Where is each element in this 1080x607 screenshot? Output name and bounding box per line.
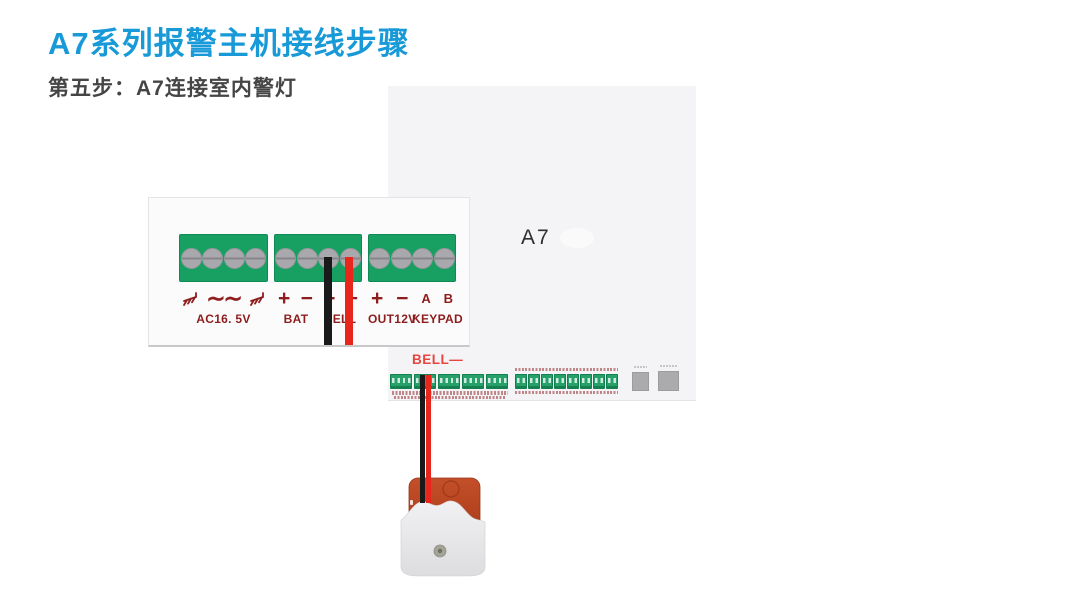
strobe-siren bbox=[398, 472, 488, 583]
screw-terminal bbox=[296, 247, 318, 269]
terminal-block bbox=[541, 374, 553, 389]
terminal-block-ac bbox=[179, 234, 268, 282]
screw-terminal bbox=[412, 247, 434, 269]
terminal-block bbox=[528, 374, 540, 389]
screw-terminal bbox=[202, 247, 224, 269]
screw-terminal bbox=[390, 247, 412, 269]
terminal-labels-micro bbox=[515, 368, 618, 371]
terminal-block bbox=[554, 374, 566, 389]
terminal-block bbox=[414, 374, 436, 389]
siren-highlight bbox=[410, 500, 413, 505]
terminal-detail-inset: ∼∼ + − + − + − A B AC16. 5V BAT BELL OUT… bbox=[148, 197, 470, 347]
bell-negative-wire bbox=[345, 257, 353, 345]
terminal-block bbox=[438, 374, 460, 389]
keypad-pin-b-label: B bbox=[443, 291, 453, 306]
keypad-label: KEYPAD bbox=[412, 312, 463, 326]
screw-terminal bbox=[223, 247, 245, 269]
component-label-micro bbox=[660, 365, 677, 367]
out12v-label: OUT12V bbox=[368, 312, 417, 326]
board-model-label: A7 bbox=[521, 226, 551, 249]
screw-terminal bbox=[433, 247, 455, 269]
terminal-labels-micro bbox=[394, 396, 506, 399]
minus-symbol: − bbox=[300, 287, 313, 310]
screw-terminal bbox=[275, 247, 297, 269]
terminal-block bbox=[462, 374, 484, 389]
screw-terminal bbox=[369, 247, 391, 269]
terminal-block bbox=[390, 374, 412, 389]
ground-icon bbox=[183, 291, 197, 306]
bell-wire-black bbox=[420, 375, 425, 503]
ac-tilde-symbols: ∼∼ bbox=[206, 285, 243, 311]
bell-wire-label: BELL— bbox=[412, 352, 464, 367]
component-label-micro bbox=[634, 366, 647, 368]
bell-wire-red bbox=[426, 375, 431, 503]
board-component bbox=[632, 372, 649, 391]
terminal-block bbox=[593, 374, 605, 389]
terminal-block bbox=[567, 374, 579, 389]
ac-symbols-row: ∼∼ bbox=[179, 285, 268, 312]
terminal-block bbox=[606, 374, 618, 389]
page-subtitle: 第五步：A7连接室内警灯 bbox=[48, 77, 297, 100]
terminal-labels-micro bbox=[515, 391, 618, 394]
terminal-strip-left bbox=[390, 374, 508, 389]
ac-label: AC16. 5V bbox=[196, 312, 251, 326]
terminal-block bbox=[580, 374, 592, 389]
terminal-block bbox=[486, 374, 508, 389]
board-component bbox=[658, 371, 679, 391]
board-watermark bbox=[560, 228, 594, 248]
screw-terminal bbox=[180, 247, 202, 269]
page-title: A7系列报警主机接线步骤 bbox=[48, 26, 410, 61]
plus-symbol: + bbox=[278, 287, 291, 310]
bell-positive-wire bbox=[324, 257, 332, 345]
ground-icon bbox=[250, 291, 264, 306]
terminal-strip-right bbox=[515, 374, 618, 389]
bat-label: BAT bbox=[283, 312, 309, 326]
siren-strobe-lens bbox=[442, 480, 460, 498]
terminal-labels-micro bbox=[392, 391, 508, 395]
keypad-pin-a-label: A bbox=[421, 291, 431, 306]
out-keypad-symbols-row: + − A B bbox=[368, 285, 456, 312]
terminal-block bbox=[515, 374, 527, 389]
minus-symbol: − bbox=[396, 287, 409, 310]
siren-screw-center bbox=[437, 548, 443, 554]
plus-symbol: + bbox=[371, 287, 384, 310]
terminal-block-out-keypad bbox=[368, 234, 456, 282]
screw-terminal bbox=[245, 247, 267, 269]
